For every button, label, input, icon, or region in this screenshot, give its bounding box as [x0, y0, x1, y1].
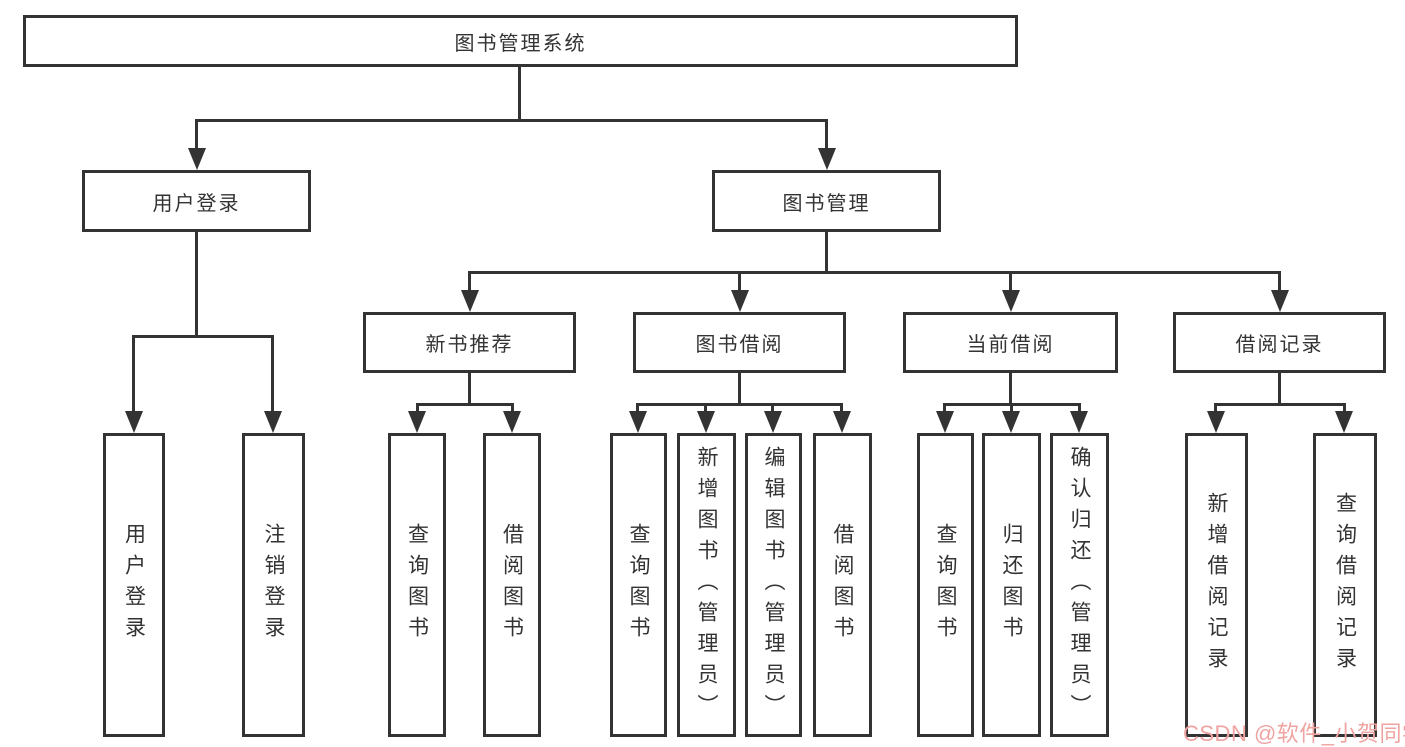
leaf-query-borrow-record: 查询借阅记录 — [1313, 433, 1377, 737]
connector-line — [1278, 373, 1281, 405]
leaf-query-books-recommend-label: 查询图书 — [405, 523, 429, 647]
connector-line — [195, 119, 828, 122]
leaf-add-borrow-record-label: 新增借阅记录 — [1205, 492, 1228, 678]
connector-line — [704, 403, 707, 413]
connector-line — [468, 373, 471, 405]
leaf-query-books-current-label: 查询图书 — [934, 523, 957, 647]
leaf-borrow-books-borrowing: 借阅图书 — [813, 433, 872, 737]
connector-line — [825, 230, 828, 273]
connector-line — [738, 373, 741, 405]
arrowhead-down — [503, 411, 521, 433]
node-book-borrowing-label: 图书借阅 — [695, 334, 784, 356]
arrowhead-down — [1070, 411, 1088, 433]
connector-line — [468, 271, 471, 292]
leaf-return-books: 归还图书 — [982, 433, 1041, 737]
node-current-borrowing: 当前借阅 — [903, 312, 1118, 373]
leaf-borrow-books-recommend-label: 借阅图书 — [500, 523, 524, 647]
connector-line — [1009, 271, 1012, 292]
node-new-book-recommend: 新书推荐 — [363, 312, 576, 373]
connector-line — [1078, 403, 1081, 413]
arrowhead-down — [833, 411, 851, 433]
connector-line — [416, 403, 514, 406]
connector-line — [636, 403, 843, 406]
connector-line — [1009, 373, 1012, 405]
arrowhead-down — [697, 411, 715, 433]
leaf-query-borrow-record-label: 查询借阅记录 — [1333, 492, 1357, 678]
leaf-return-books-label: 归还图书 — [1000, 523, 1023, 647]
connector-line — [416, 403, 419, 413]
node-library-system: 图书管理系统 — [23, 15, 1018, 67]
node-user-login: 用户登录 — [82, 170, 311, 232]
node-user-login-label: 用户登录 — [152, 192, 241, 215]
node-borrowing-records: 借阅记录 — [1173, 312, 1386, 373]
connector-line — [1214, 403, 1345, 406]
connector-line — [132, 335, 274, 338]
connector-line — [518, 67, 521, 122]
leaf-borrow-books-borrowing-label: 借阅图书 — [831, 523, 854, 647]
arrowhead-down — [1002, 411, 1020, 433]
connector-line — [738, 271, 741, 292]
connector-line — [132, 335, 135, 413]
connector-line — [1010, 403, 1013, 413]
arrowhead-down — [264, 411, 282, 433]
leaf-add-book-admin: 新增图书（管理员） — [677, 433, 736, 737]
connector-line — [271, 335, 274, 413]
connector-line — [840, 403, 843, 413]
watermark: CSDN @软件_小贺同学 — [1183, 721, 1405, 746]
arrowhead-down — [936, 411, 954, 433]
arrowhead-down — [1335, 411, 1353, 433]
leaf-query-books-borrowing: 查询图书 — [610, 433, 667, 737]
node-book-borrowing: 图书借阅 — [633, 312, 846, 373]
arrowhead-down — [408, 411, 426, 433]
leaf-confirm-return-admin: 确认归还（管理员） — [1050, 433, 1109, 737]
leaf-query-books-borrowing-label: 查询图书 — [627, 523, 650, 647]
leaf-confirm-return-admin-label: 确认归还（管理员） — [1068, 445, 1091, 725]
arrowhead-down — [629, 411, 647, 433]
node-borrowing-records-label: 借阅记录 — [1235, 334, 1324, 356]
leaf-edit-book-admin: 编辑图书（管理员） — [745, 433, 802, 737]
node-book-management-label: 图书管理 — [782, 192, 871, 215]
leaf-add-book-admin-label: 新增图书（管理员） — [695, 445, 718, 725]
connector-line — [943, 403, 946, 413]
connector-line — [771, 403, 774, 413]
connector-line — [1343, 403, 1346, 413]
connector-line — [825, 119, 828, 152]
leaf-query-books-current: 查询图书 — [917, 433, 974, 737]
leaf-edit-book-admin-label: 编辑图书（管理员） — [762, 445, 785, 725]
connector-line — [195, 230, 198, 337]
arrowhead-down — [1002, 290, 1020, 312]
leaf-add-borrow-record: 新增借阅记录 — [1185, 433, 1248, 737]
arrowhead-down — [731, 290, 749, 312]
leaf-logout-login: 注销登录 — [242, 433, 305, 737]
connector-line — [1278, 271, 1281, 292]
connector-line — [511, 403, 514, 413]
arrowhead-down — [461, 290, 479, 312]
leaf-query-books-recommend: 查询图书 — [388, 433, 446, 737]
arrowhead-down — [764, 411, 782, 433]
leaf-logout-login-label: 注销登录 — [262, 523, 285, 647]
node-library-system-label: 图书管理系统 — [454, 32, 587, 55]
arrowhead-down — [818, 148, 836, 170]
arrowhead-down — [1271, 290, 1289, 312]
node-book-management: 图书管理 — [712, 170, 941, 232]
connector-line — [468, 271, 1281, 274]
arrowhead-down — [125, 411, 143, 433]
leaf-user-login: 用户登录 — [103, 433, 165, 737]
node-new-book-recommend-label: 新书推荐 — [425, 334, 514, 356]
leaf-user-login-label: 用户登录 — [122, 523, 146, 647]
connector-line — [1214, 403, 1217, 413]
node-current-borrowing-label: 当前借阅 — [966, 334, 1055, 356]
arrowhead-down — [188, 148, 206, 170]
connector-line — [195, 119, 198, 152]
arrowhead-down — [1207, 411, 1225, 433]
leaf-borrow-books-recommend: 借阅图书 — [483, 433, 541, 737]
connector-line — [636, 403, 639, 413]
